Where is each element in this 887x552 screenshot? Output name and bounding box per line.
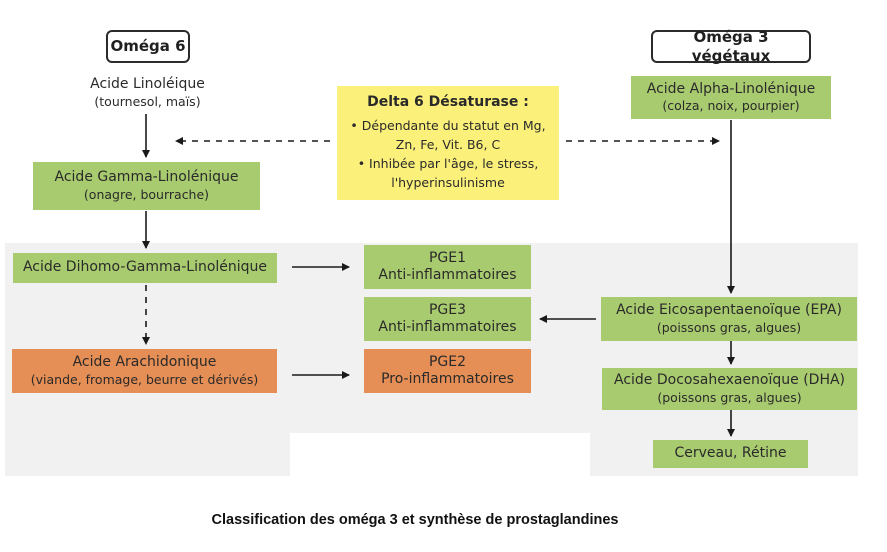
pge3-name: PGE3 — [428, 301, 467, 318]
linoleique-name: Acide Linoléique — [90, 76, 205, 92]
pge1-name: PGE1 — [428, 249, 467, 266]
cerveau-retine-box: Cerveau, Rétine — [653, 440, 808, 468]
dha-box: Acide Docosahexaenoïque (DHA) (poissons … — [602, 368, 857, 410]
pge1-box: PGE1 Anti-inflammatoires — [364, 245, 531, 289]
pge2-effect: Pro-inflammatoires — [381, 371, 514, 387]
alpha-name: Acide Alpha-Linolénique — [646, 80, 816, 97]
epa-name: Acide Eicosapentaenoïque (EPA) — [616, 302, 842, 319]
linoleique-source: (tournesol, maïs) — [94, 93, 201, 109]
pge3-effect: Anti-inflammatoires — [378, 319, 517, 335]
gamma-source: (onagre, bourrache) — [83, 186, 210, 202]
omega6-header-label: Oméga 6 — [110, 37, 186, 56]
alpha-linolenique-box: Acide Alpha-Linolénique (colza, noix, po… — [631, 76, 831, 119]
pge2-box: PGE2 Pro-inflammatoires — [364, 349, 531, 393]
linoleique-node: Acide Linoléique (tournesol, maïs) — [60, 76, 235, 109]
omega3-header: Oméga 3 végétaux — [651, 27, 811, 65]
desaturase-bullet1-line1: • Dépendante du statut en Mg, — [350, 118, 546, 134]
arachidonique-name: Acide Arachidonique — [72, 354, 217, 371]
pge1-effect: Anti-inflammatoires — [378, 267, 517, 283]
desaturase-bullet1-line2: Zn, Fe, Vit. B6, C — [395, 137, 501, 152]
omega3-header-label: Oméga 3 végétaux — [691, 27, 771, 65]
desaturase-title: Delta 6 Désaturase : — [367, 93, 529, 110]
pge3-box: PGE3 Anti-inflammatoires — [364, 297, 531, 341]
dihomo-box: Acide Dihomo-Gamma-Linolénique — [13, 253, 277, 283]
gamma-name: Acide Gamma-Linolénique — [54, 169, 239, 186]
desaturase-box: Delta 6 Désaturase : • Dépendante du sta… — [337, 86, 559, 200]
gamma-linolenique-box: Acide Gamma-Linolénique (onagre, bourrac… — [33, 162, 260, 210]
background-panel-right — [590, 243, 858, 476]
epa-source: (poissons gras, algues) — [656, 319, 802, 335]
desaturase-bullet2-line2: l'hyperinsulinisme — [391, 174, 505, 190]
cerveau-name: Cerveau, Rétine — [674, 445, 787, 462]
epa-box: Acide Eicosapentaenoïque (EPA) (poissons… — [601, 297, 857, 341]
pge2-name: PGE2 — [428, 353, 467, 370]
figure-caption: Classification des oméga 3 et synthèse d… — [211, 512, 619, 528]
dha-source: (poissons gras, algues) — [657, 389, 802, 405]
arachidonique-box: Acide Arachidonique (viande, fromage, be… — [12, 349, 277, 393]
arachidonique-source: (viande, fromage, beurre et dérivés) — [30, 371, 259, 387]
dha-name: Acide Docosahexaenoïque (DHA) — [613, 372, 846, 389]
desaturase-bullet2-line1: • Inhibée par l'âge, le stress, — [357, 155, 539, 171]
dihomo-name: Acide Dihomo-Gamma-Linolénique — [22, 259, 268, 276]
omega6-header: Oméga 6 — [106, 30, 190, 63]
alpha-source: (colza, noix, pourpier) — [662, 98, 800, 114]
